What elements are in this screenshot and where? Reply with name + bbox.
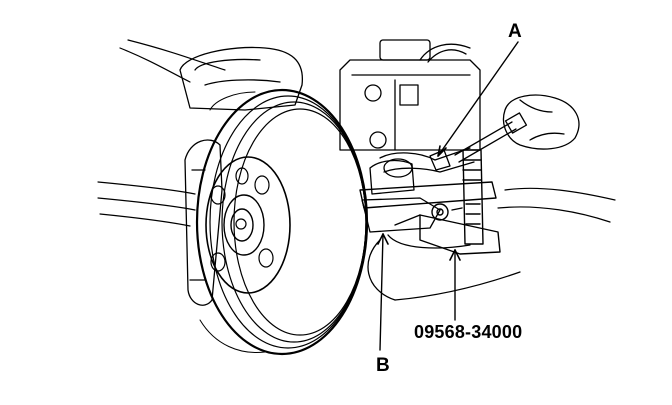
callout-label-b: B bbox=[376, 355, 390, 376]
callout-label-a: A bbox=[508, 21, 522, 42]
lower-arm bbox=[361, 158, 471, 301]
leader-b bbox=[379, 233, 384, 351]
arrowhead-a bbox=[437, 145, 447, 157]
callout-leaders bbox=[377, 41, 519, 351]
brake-rotor bbox=[195, 88, 369, 356]
callout-tool-number: 09568-34000 bbox=[414, 322, 523, 342]
arrowhead-tool bbox=[449, 249, 461, 261]
ball-joint-remover-tool bbox=[359, 149, 501, 255]
leader-a bbox=[437, 41, 519, 157]
strut-mount bbox=[179, 39, 481, 151]
brake-caliper bbox=[184, 139, 223, 306]
body-frame-lines bbox=[97, 39, 616, 301]
wheel-hub bbox=[205, 156, 291, 294]
arrowhead-b bbox=[377, 233, 389, 245]
